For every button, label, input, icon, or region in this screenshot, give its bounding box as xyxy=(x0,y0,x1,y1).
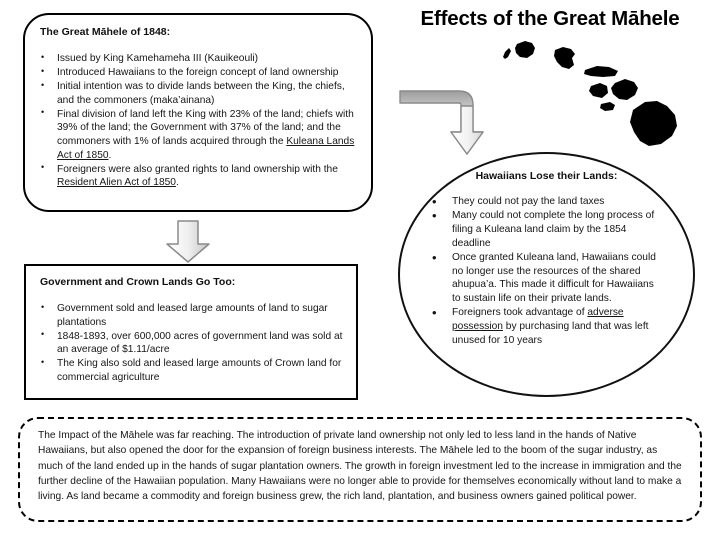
list-item-text: They could not pay the land taxes xyxy=(452,196,605,208)
mahele-info-box: The Great Māhele of 1848: Issued by King… xyxy=(23,13,373,212)
underlined-term: Kuleana Lands Act of 1850 xyxy=(57,136,355,161)
list-item: Foreigners took advantage of adverse pos… xyxy=(430,304,663,348)
page-title: Effects of the Great Māhele xyxy=(420,7,680,30)
lose-lands-heading: Hawaiians Lose their Lands: xyxy=(475,170,618,182)
list-item-text: Initial intention was to divide lands be… xyxy=(57,81,345,106)
bent-arrow-icon xyxy=(399,84,579,164)
list-item: They could not pay the land taxes xyxy=(430,193,663,211)
list-item-text: Issued by King Kamehameha III (Kauikeoul… xyxy=(57,53,259,65)
hawaiian-islands-map xyxy=(497,38,697,150)
list-item: Issued by King Kamehameha III (Kauikeoul… xyxy=(38,52,358,66)
list-item-text: Introduced Hawaiians to the foreign conc… xyxy=(57,67,339,79)
list-item: Foreigners were also granted rights to l… xyxy=(38,162,358,190)
list-item: Final division of land left the King wit… xyxy=(38,107,358,162)
mahele-box-heading: The Great Māhele of 1848: xyxy=(40,26,171,38)
underlined-term: Resident Alien Act of 1850 xyxy=(57,177,176,189)
list-item-text: The King also sold and leased large amou… xyxy=(57,358,342,383)
list-item: Many could not complete the long process… xyxy=(430,207,663,251)
list-item: Government sold and leased large amounts… xyxy=(38,302,344,329)
list-item-text: . xyxy=(108,149,112,161)
hawaiians-lose-lands-oval: Hawaiians Lose their Lands: They could n… xyxy=(398,152,695,397)
list-item: Once granted Kuleana land, Hawaiians cou… xyxy=(430,249,663,307)
list-item-text: by purchasing land that was left unused … xyxy=(452,321,649,346)
impact-summary-box: The Impact of the Māhele was far reachin… xyxy=(18,417,702,522)
down-arrow-icon xyxy=(163,219,213,264)
government-box-heading: Government and Crown Lands Go Too: xyxy=(40,276,236,288)
list-item-text: Many could not complete the long process… xyxy=(452,210,655,249)
mahele-bullet-list: Issued by King Kamehameha III (Kauikeoul… xyxy=(38,52,358,190)
list-item-text: Government sold and leased large amounts… xyxy=(57,303,328,328)
underlined-term: adverse possession xyxy=(452,307,624,332)
impact-paragraph: The Impact of the Māhele was far reachin… xyxy=(38,430,682,503)
list-item-text: 1848-1893, over 600,000 acres of governm… xyxy=(57,330,343,356)
list-item: The King also sold and leased large amou… xyxy=(38,357,344,384)
list-item-text: Once granted Kuleana land, Hawaiians cou… xyxy=(452,251,656,305)
government-crown-lands-box: Government and Crown Lands Go Too: Gover… xyxy=(24,264,358,400)
list-item-text: Final division of land left the King wit… xyxy=(57,108,354,147)
list-item: Initial intention was to divide lands be… xyxy=(38,80,358,107)
list-item: 1848-1893, over 600,000 acres of governm… xyxy=(38,329,344,357)
list-item-text: . xyxy=(175,177,179,189)
lose-lands-bullet-list: They could not pay the land taxesMany co… xyxy=(430,193,663,348)
list-item: Introduced Hawaiians to the foreign conc… xyxy=(38,66,358,80)
list-item-text: Foreigners were also granted rights to l… xyxy=(57,163,338,175)
list-item-text: Foreigners took advantage of xyxy=(452,307,588,319)
government-bullet-list: Government sold and leased large amounts… xyxy=(38,302,344,384)
